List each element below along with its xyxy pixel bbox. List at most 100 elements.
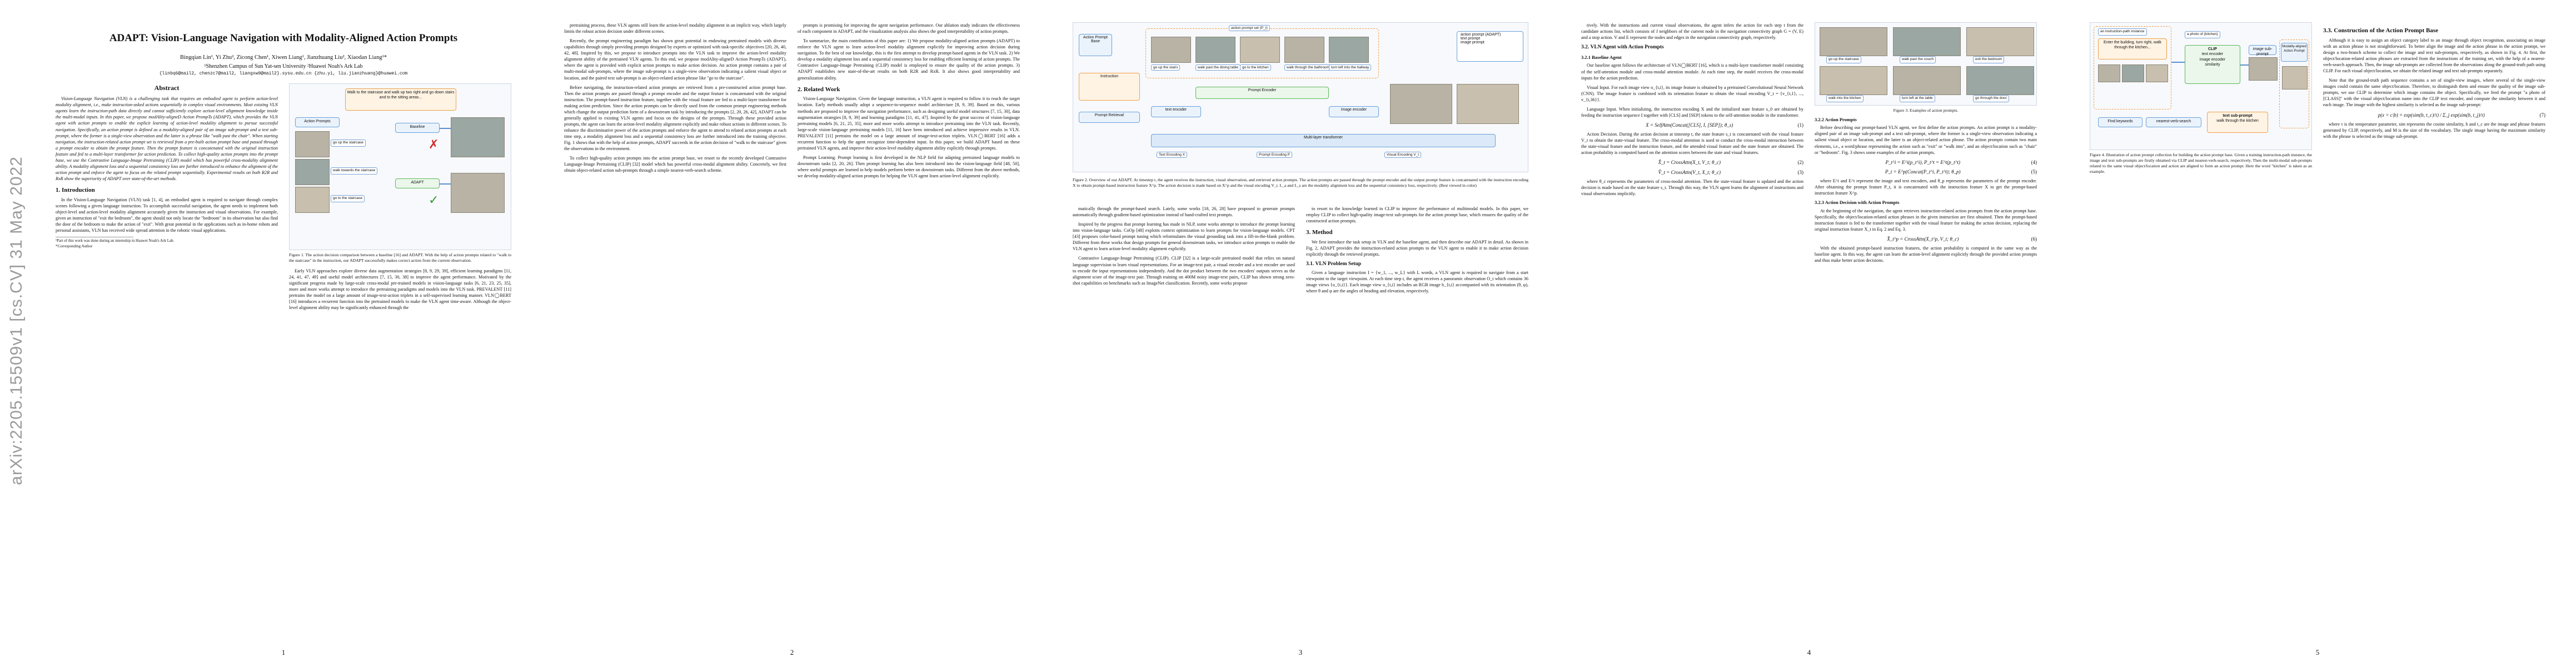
related-work-heading: 2. Related Work [798,86,840,93]
equation-7-text: p(x = c|b) = exp(sim(b, t_c)/τ) / Σ_j ex… [2378,112,2485,118]
page3-left-column: matically through the prompt-based searc… [1073,206,1295,290]
page1-left-column: Abstract Vision-Language Navigation (VLN… [56,83,278,249]
page4-right-column: go up the staircase walk past the couch … [1815,22,2037,267]
fig4-path-image-1 [2098,64,2120,82]
fig2-instruction-box: Instruction [1079,73,1140,101]
fig2-label-prompt-base: Action Prompt Base [1083,36,1108,43]
fig2-text-encoder: text encoder [1151,106,1201,117]
fig1-prompt-image-2 [295,159,330,185]
fig4-nearest-verb: nearest-verb-search [2146,117,2201,127]
paper-affiliation: ¹Shenzhen Campus of Sun Yat-sen Universi… [204,63,363,69]
fig2-text-encoding: Text Encoding X [1157,152,1187,158]
fig4-label-clip: CLIP [2208,47,2217,51]
page-1: ADAPT: Vision-Language Navigation with M… [33,6,534,661]
fig2-observation-1 [1390,84,1452,124]
fig1-prompt-image-1 [295,131,330,157]
fig1-action-prompts-label: Action Prompts [295,117,340,127]
fig1-adapt-box: ADAPT [395,178,440,188]
page-number-3: 3 [1298,648,1303,656]
fig1-label-action-prompts: Action Prompts [304,120,331,123]
fig4-instruction-box: Enter the building, turn right, walk thr… [2098,38,2167,59]
equation-5: P_t = E^p(Concat(P_t^i, P_t^t); θ_p)(5) [1885,168,2037,175]
intro-paragraph-1: In the Vision-Language Navigation (VLN) … [56,197,278,233]
fig1-instruction-text: Walk to the staircase and walk up two ri… [347,91,455,100]
fig2-prompt-text-3: go to the kitchen [1240,64,1271,71]
page3-paragraph-4: to resort to the knowledge learned in CL… [1306,206,1528,224]
page2-paragraph-1: pretraining process, these VLN agents st… [564,23,786,34]
fig2-prompt-image-4 [1284,37,1324,63]
page-number-5: 5 [2315,648,2320,656]
page-number-2: 2 [790,648,794,656]
equation-6: X̂_t^p = CrossAttn(X_t^p, V_t; θ_c)(6) [1887,236,2037,242]
check-icon: ✓ [428,193,439,207]
paper-emails: {linbq6@mail2, chenzc7@mail2, liangxw9@m… [159,71,408,76]
page5-paragraph-1: Although it is easy to assign an object … [2323,37,2545,74]
fig4-output-label: Modality-aligned Action Prompt [2281,43,2308,62]
fig4-label-text-encoder: text encoder [2201,52,2224,57]
page-3: Action Prompt Base Instruction action pr… [1050,6,1551,661]
fig2-legend-item-3: image prompt [1461,41,1484,44]
fig2-prompt-text-4: walk through the bathroom [1284,64,1332,71]
action-prompts-heading: 3.2.2 Action Prompts [1815,116,1857,122]
page3-paragraph-6: Given a language instruction I = {w_1, .… [1306,270,1528,294]
fig4-subprompt-image [2249,57,2278,81]
page5-paragraph-3: where τ is the temperature parameter, si… [2323,121,2545,139]
fig4-arrow-2 [2240,64,2249,66]
page2-paragraph-5: prompts is promising for improving the a… [798,23,1020,34]
baseline-heading: 3.2.1 Baseline Agent [1581,54,1622,60]
fig2-label-text-encoder: text encoder [1165,108,1187,112]
page-number-4: 4 [1807,648,1811,656]
fig1-tag-2: walk towards the staircase [331,167,378,175]
page4-paragraph-6: where θ_c represents the parameters of c… [1581,178,1803,196]
page-2: pretraining process, these VLN agents st… [542,6,1042,661]
fig4-label-image-subprompt: image sub-prompt [2253,47,2273,57]
fig4-arrow-1 [2171,62,2185,63]
equation-2: X̂_t = CrossAttn(X_t, V_t; θ_c)(2) [1658,160,1803,166]
page2-right-column: prompts is promising for improving the a… [798,22,1020,182]
abstract-text: Vision-Language Navigation (VLN) is a ch… [56,96,278,181]
page2-paragraph-4: To collect high-quality action prompts i… [564,156,786,173]
paper-authors: Bingqian Lin¹, Yi Zhu², Zicong Chen¹, Xi… [180,54,387,61]
page3-paragraph-2: Inspired by the progress that prompt lea… [1073,222,1295,252]
page3-right-column: to resort to the knowledge learned in CL… [1306,206,1528,297]
fig4-clip-box: CLIP text encoder image encoder similari… [2185,45,2240,84]
equation-5-text: P_t = E^p(Concat(P_t^i, P_t^t); θ_p) [1885,168,1961,175]
fig1-arrow-2 [440,183,451,185]
equation-2-text: X̂_t = CrossAttn(X_t, V_t; θ_c) [1658,160,1721,166]
fig2-label-prompt-encoder: Prompt Encoder [1248,88,1277,92]
abstract-heading: Abstract [154,84,180,92]
page4-paragraph-5: Action Decision. During the action decis… [1581,132,1803,156]
page2-paragraph-6: To summarize, the main contributions of … [798,38,1020,81]
page4-left-column: tively. With the instructions and curren… [1581,22,1803,200]
fig3-tag-3: exit the bedroom [1973,56,2005,63]
adapt-heading: 3.2. VLN Agent with Action Prompts [1581,44,1664,51]
page4-paragraph-4: Language Input. When initializing, the i… [1581,106,1803,118]
page5-left-column: an instruction-path instance Enter the b… [2090,22,2312,174]
fig2-prompt-image-3 [1240,37,1280,63]
intro-heading: 1. Introduction [56,187,95,194]
fig4-output-frame [2279,39,2309,128]
equation-3-text: V̂_t = CrossAttn(V_t, X_t; θ_c) [1658,169,1721,175]
equation-3: V̂_t = CrossAttn(V_t, X_t; θ_c)(3) [1658,169,1803,175]
fig3-image-3 [1966,27,2034,56]
fig1-instruction-box: Walk to the staircase and walk up two ri… [345,88,456,111]
page5-right-column: 3.3. Construction of the Action Prompt B… [2323,22,2545,143]
page3-paragraph-1: matically through the prompt-based searc… [1073,206,1295,218]
page4-paragraph-2: Our baseline agent follows the architect… [1581,63,1803,81]
page4-paragraph-8: where E^i and E^t represent the image an… [1815,178,2037,196]
fig1-prompt-image-3 [295,187,330,213]
page4-paragraph-1: tively. With the instructions and curren… [1581,23,1803,41]
fig1-arrow-1 [440,128,451,129]
page2-paragraph-3: Before navigating, the instruction-relat… [564,84,786,152]
page1-right-paragraph: Early VLN approaches explore diverse dat… [289,268,511,311]
fig4-path-image-3 [2146,64,2168,82]
fig2-prompt-image-2 [1195,37,1235,63]
footnote-1: ¹Part of this work was done during an in… [56,238,175,243]
page3-paragraph-3: Contrastive Language-Image Pretraining (… [1073,256,1295,286]
equation-1-text: X = SelfAttn(Concat([CLS], I, [SEP]); θ_… [1646,122,1733,128]
fig2-prompt-encoder: Prompt Encoder [1195,87,1329,99]
fig4-label-output: Modality-aligned Action Prompt [2282,45,2306,53]
fig4-instance-frame [2094,26,2171,109]
page4-paragraph-9: At the beginning of the navigation, the … [1815,208,2037,232]
figure-2-caption: Figure 2. Overview of our ADAPT. At time… [1073,177,1528,188]
